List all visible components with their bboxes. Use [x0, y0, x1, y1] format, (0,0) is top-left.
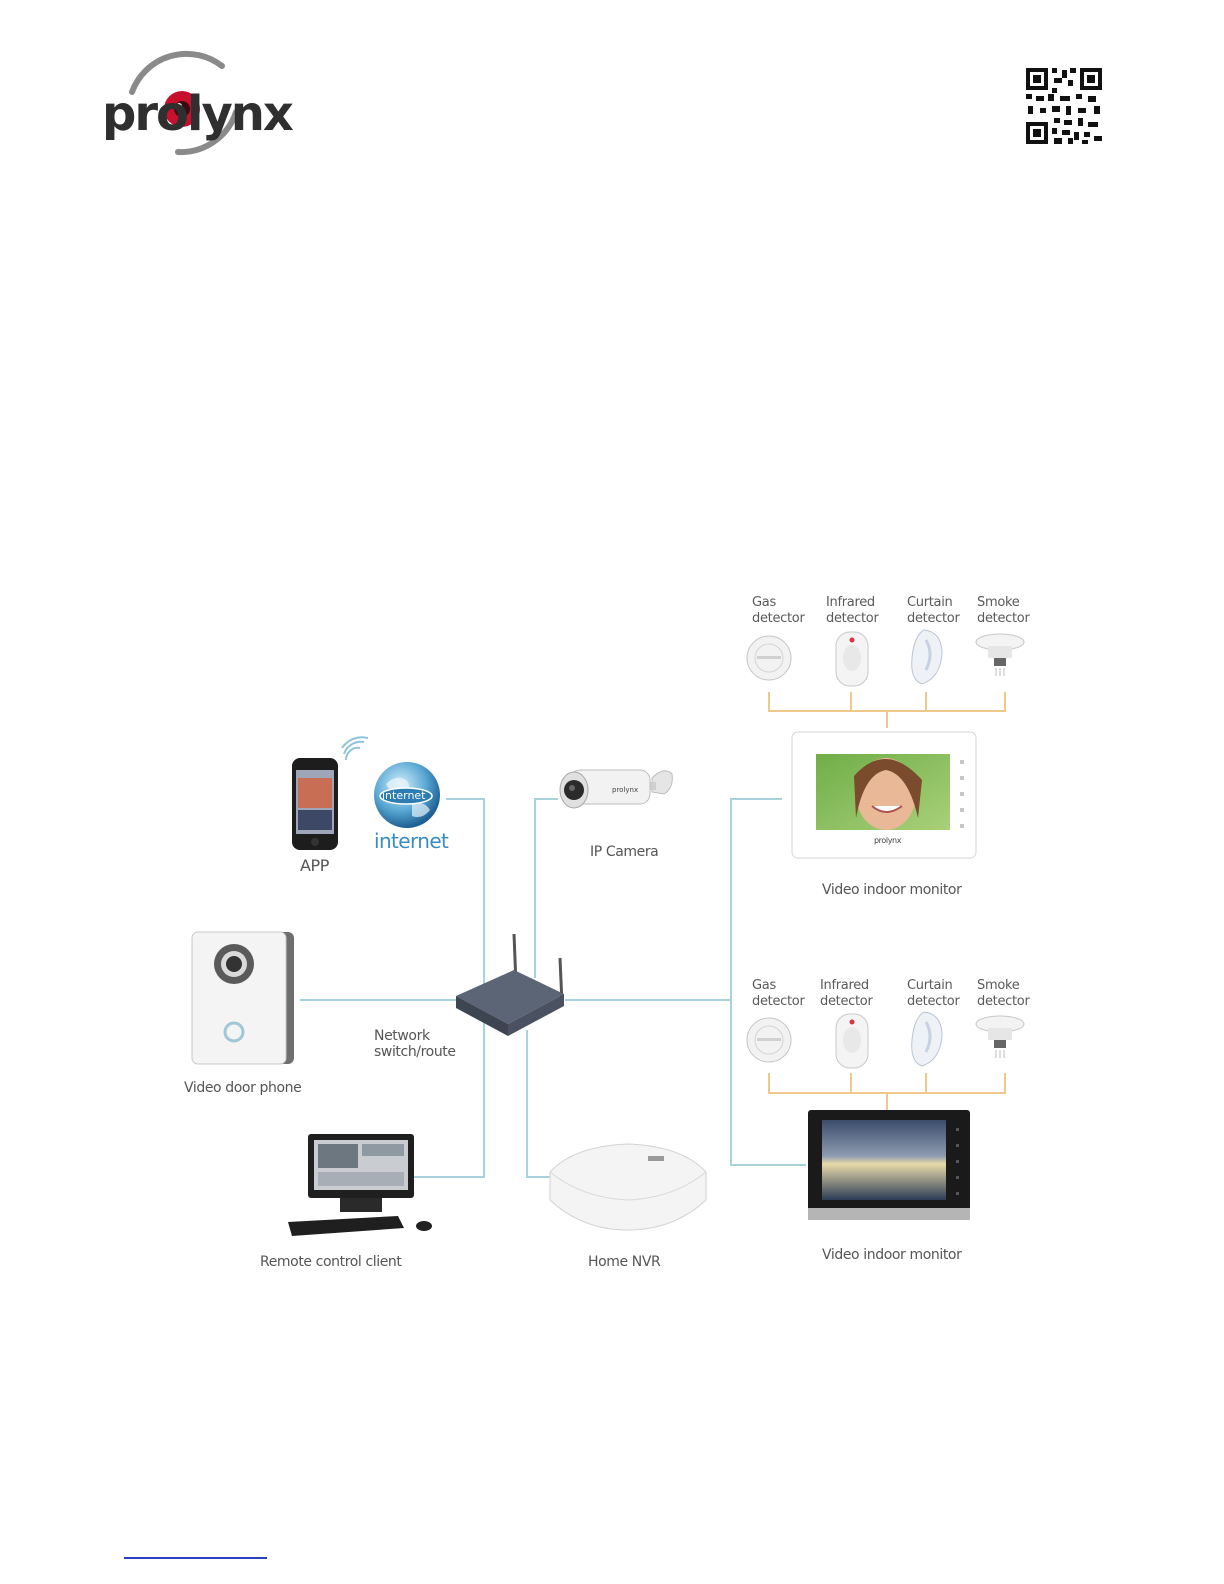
- svg-text:prolynx: prolynx: [612, 786, 638, 794]
- curtain-detector-icon: [906, 626, 946, 688]
- network-switch-device: [452, 932, 568, 1040]
- logo: prolynx: [100, 52, 320, 162]
- remote-client-computer: [280, 1132, 440, 1244]
- logo-text: prolynx: [102, 86, 294, 142]
- globe-text: internet: [382, 788, 426, 804]
- smoke-detector-icon: [974, 632, 1026, 680]
- video-door-phone-device: [190, 930, 296, 1066]
- door-phone-label: Video door phone: [184, 1080, 301, 1096]
- logo-graphic: prolynx: [100, 52, 320, 162]
- switch-label-line1: Network: [374, 1028, 430, 1044]
- nvr-label: Home NVR: [588, 1254, 660, 1270]
- monitor-top-label: Video indoor monitor: [822, 882, 961, 898]
- footer-link-underline[interactable]: [124, 1557, 267, 1559]
- curtain-detector-icon: [906, 1008, 946, 1070]
- infrared-detector-icon: [834, 1012, 870, 1070]
- wifi-icon: [338, 736, 372, 766]
- internet-label: internet: [374, 830, 448, 852]
- qr-code: [1024, 66, 1104, 146]
- switch-label-line2: switch/route: [374, 1044, 456, 1060]
- app-label: APP: [300, 858, 329, 874]
- indoor-monitor-top: prolynx: [790, 730, 978, 860]
- ip-camera-device: prolynx: [556, 758, 676, 824]
- indoor-monitor-bottom: [806, 1108, 972, 1222]
- home-nvr-device: [544, 1140, 712, 1234]
- infrared-detector-icon: [834, 630, 870, 688]
- ip-camera-label: IP Camera: [590, 844, 658, 860]
- gas-detector-icon: [745, 634, 795, 684]
- remote-client-label: Remote control client: [260, 1254, 402, 1270]
- gas-detector-icon: [745, 1016, 795, 1066]
- smartphone-device: [290, 756, 340, 852]
- monitor-bottom-label: Video indoor monitor: [822, 1247, 961, 1263]
- monitor-brand-top: prolynx: [874, 836, 901, 846]
- smoke-detector-icon: [974, 1014, 1026, 1062]
